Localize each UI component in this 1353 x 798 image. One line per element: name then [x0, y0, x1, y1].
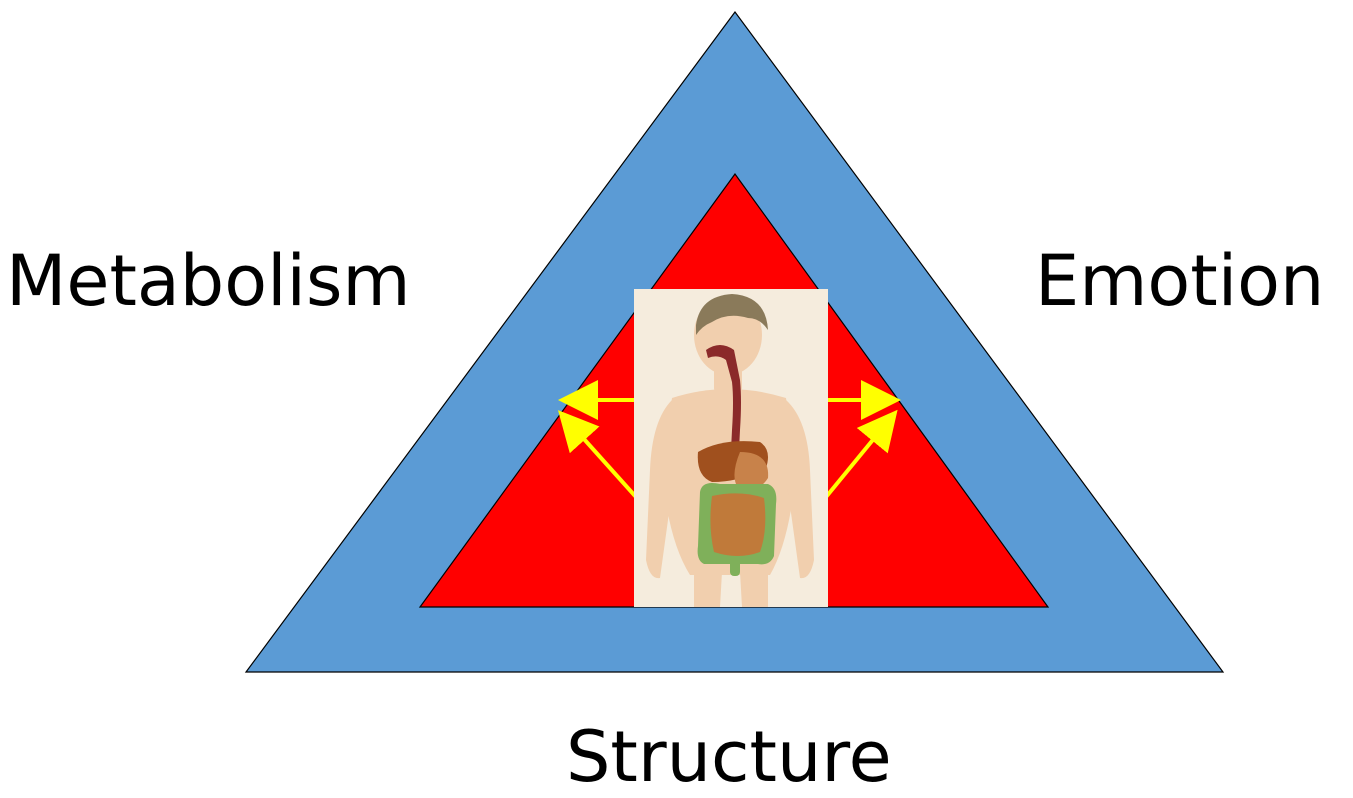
emotion-label: Emotion [1035, 246, 1324, 316]
rectum [730, 556, 740, 576]
digestive-system-image [634, 289, 828, 607]
metabolism-label: Metabolism [6, 246, 411, 316]
structure-label: Structure [566, 722, 892, 792]
small-intestine [710, 493, 765, 556]
